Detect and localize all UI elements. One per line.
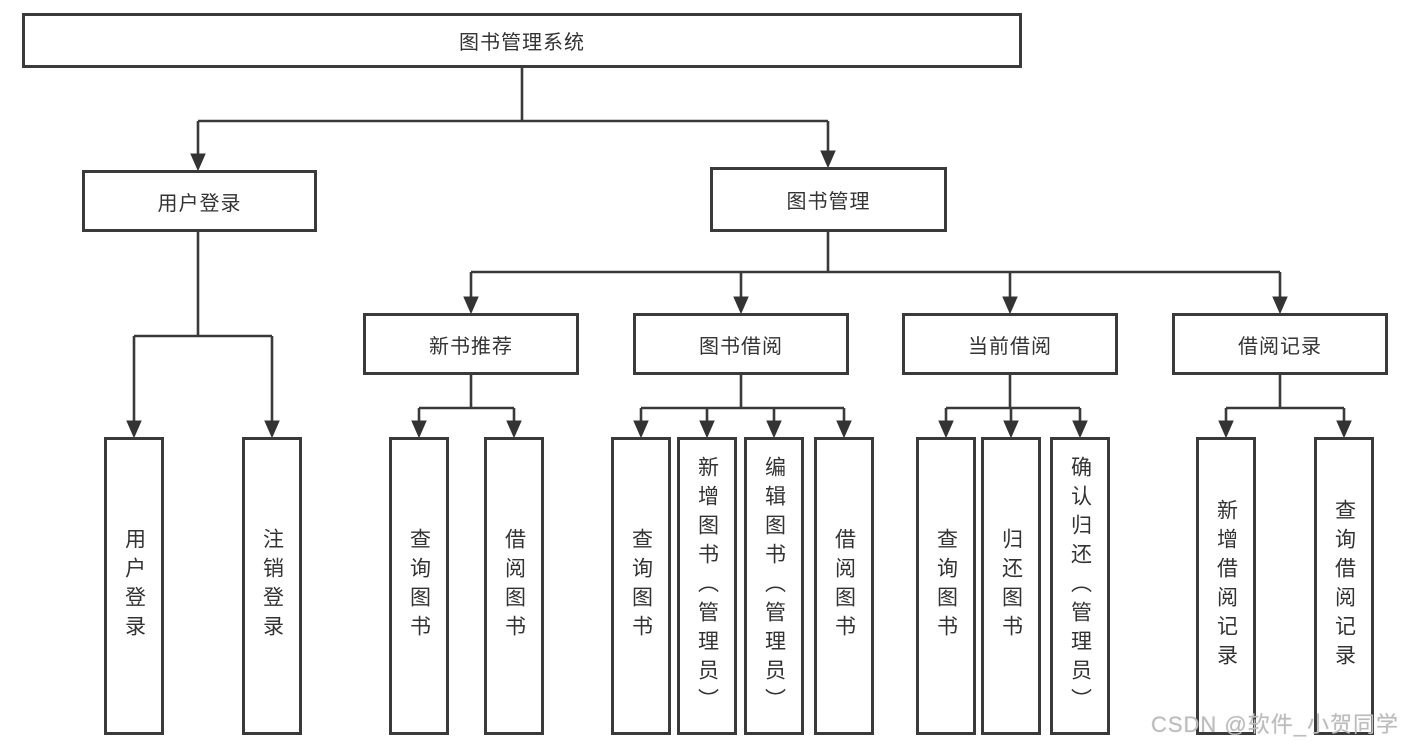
node-label: 图书借阅	[699, 335, 783, 358]
leaf-add-books-admin: 新增图书（管理员）	[677, 437, 737, 735]
leaf-query-books-newbooks: 查询图书	[389, 437, 449, 735]
leaf-confirm-return-admin: 确认归还（管理员）	[1050, 437, 1110, 735]
node-label: 图书管理	[786, 191, 871, 213]
leaf-add-borrow-record: 新增借阅记录	[1196, 437, 1256, 735]
node-label: 用户登录	[157, 192, 242, 215]
node-book-management: 图书管理	[710, 167, 947, 232]
node-current-borrow: 当前借阅	[902, 313, 1118, 375]
node-borrow-records: 借阅记录	[1172, 313, 1388, 375]
node-label: 借阅记录	[1238, 335, 1322, 358]
leaf-label: 编辑图书（管理员）	[762, 455, 786, 717]
leaf-label: 查询图书	[934, 528, 958, 644]
node-user-login: 用户登录	[82, 170, 317, 232]
node-root-library-system: 图书管理系统	[22, 13, 1022, 68]
node-new-book-recommend: 新书推荐	[363, 313, 579, 375]
leaf-label: 确认归还（管理员）	[1068, 455, 1092, 717]
leaf-query-books-borrow: 查询图书	[611, 437, 671, 735]
node-label: 图书管理系统	[459, 32, 585, 54]
node-book-borrow: 图书借阅	[633, 313, 849, 375]
leaf-label: 注销登录	[260, 528, 284, 644]
leaf-edit-books-admin: 编辑图书（管理员）	[744, 437, 804, 735]
leaf-user-login: 用户登录	[104, 437, 164, 735]
csdn-watermark: CSDN @软件_小贺同学	[1150, 712, 1399, 737]
leaf-label: 查询借阅记录	[1332, 499, 1356, 673]
leaf-label: 借阅图书	[502, 528, 526, 644]
node-label: 新书推荐	[429, 335, 513, 358]
leaf-label: 借阅图书	[832, 528, 856, 644]
leaf-label: 查询图书	[407, 528, 431, 644]
leaf-label: 用户登录	[122, 528, 146, 644]
leaf-label: 归还图书	[999, 528, 1023, 644]
leaf-label: 新增借阅记录	[1214, 499, 1238, 673]
leaf-label: 新增图书（管理员）	[695, 455, 719, 717]
leaf-query-borrow-record: 查询借阅记录	[1314, 437, 1374, 735]
node-label: 当前借阅	[968, 335, 1052, 358]
leaf-label: 查询图书	[629, 528, 653, 644]
leaf-return-books: 归还图书	[981, 437, 1041, 735]
leaf-borrow-books: 借阅图书	[814, 437, 874, 735]
leaf-query-books-current: 查询图书	[916, 437, 976, 735]
leaf-borrow-books-newbooks: 借阅图书	[484, 437, 544, 735]
leaf-logout: 注销登录	[242, 437, 302, 735]
